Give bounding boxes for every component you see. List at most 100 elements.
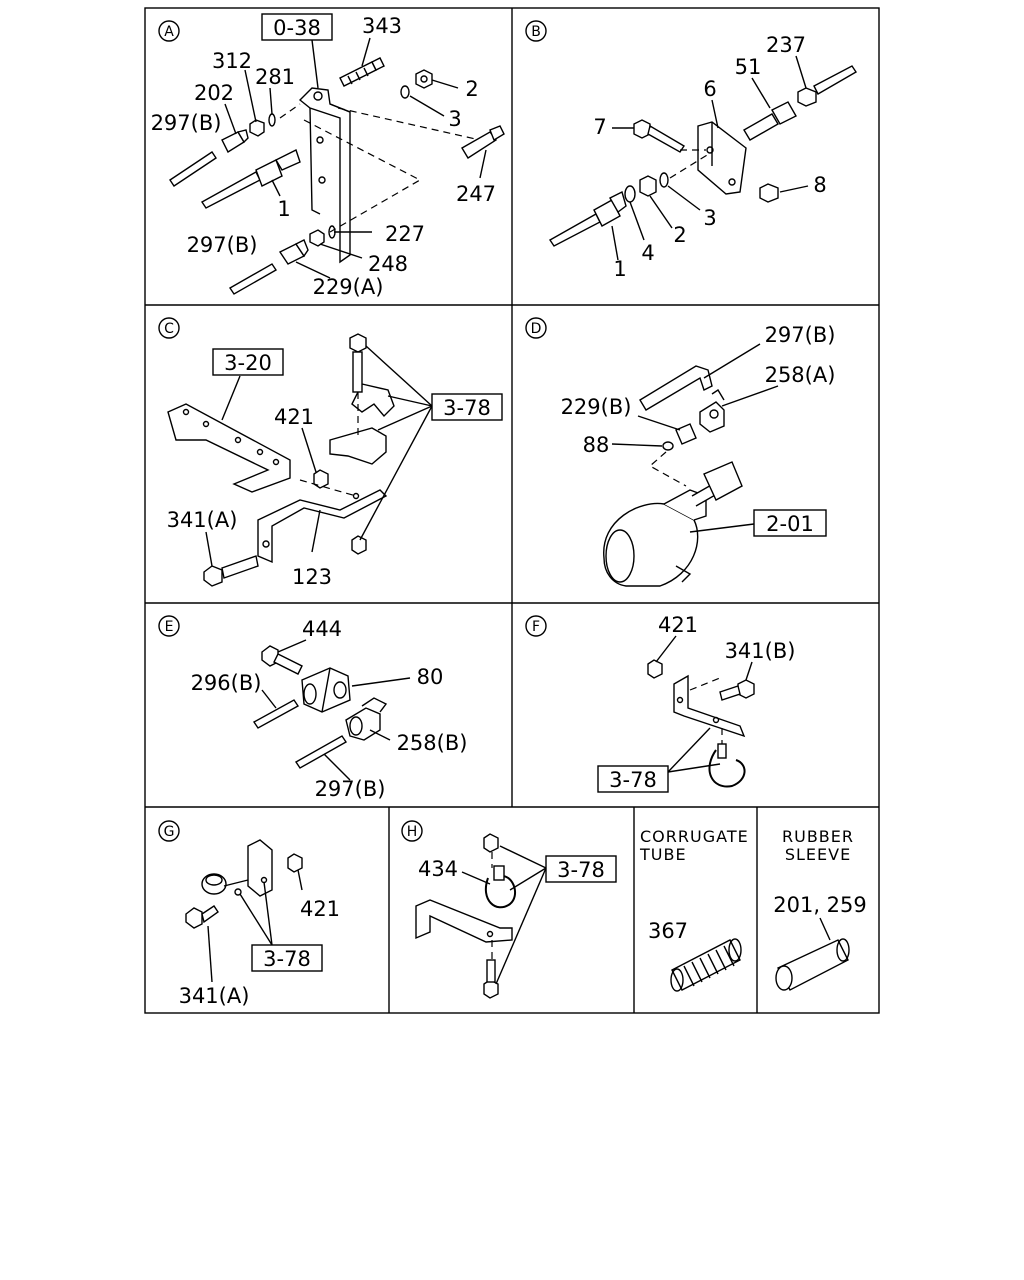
washer-3-drawing <box>400 85 410 99</box>
label-247: 247 <box>456 182 496 206</box>
label-434: 434 <box>418 857 458 881</box>
label-202: 202 <box>194 81 234 105</box>
panel-letter-e: E <box>158 615 180 637</box>
reference-box-3-78-f-text: 3-78 <box>609 768 657 792</box>
bolt-343-drawing <box>339 57 385 87</box>
cylinder-2-01-drawing <box>603 461 743 587</box>
label-201-259: 201, 259 <box>773 893 867 917</box>
bracket-drawing <box>298 87 351 264</box>
corrugate-title-line1: CORRUGATE <box>640 827 749 846</box>
reference-box-3-78-g-text: 3-78 <box>263 947 311 971</box>
reference-box-3-78-h: 3-78 <box>545 855 617 883</box>
panel-letter-h: H <box>401 820 423 842</box>
panel-e: E 444 296 <box>158 615 467 801</box>
nut-3-78-bottom-drawing <box>351 535 367 555</box>
label-248: 248 <box>368 252 408 276</box>
label-343: 343 <box>362 14 402 38</box>
panel-b: B <box>525 20 857 281</box>
fitting-247-drawing <box>461 125 505 159</box>
bracket-g-drawing <box>247 839 273 897</box>
panel-letter-d-text: D <box>531 321 542 337</box>
label-297b-lower: 297(B) <box>187 233 258 257</box>
clamp-3-78-drawing <box>329 383 395 465</box>
fitting-51-drawing <box>743 101 797 141</box>
label-8: 8 <box>813 173 826 197</box>
nut-421-f-drawing <box>647 659 663 679</box>
reference-box-2-01: 2-01 <box>753 509 827 537</box>
pipe-1-b-drawing <box>548 190 627 247</box>
reference-box-2-01-text: 2-01 <box>766 512 814 536</box>
label-444: 444 <box>302 617 342 641</box>
reference-box-0-38: 0-38 <box>261 13 333 41</box>
nut-312-drawing <box>249 119 265 137</box>
nut-3-78-h-drawing <box>483 833 499 853</box>
diagram-grid-frame <box>144 7 880 1014</box>
label-1-b: 1 <box>613 257 626 281</box>
bracket-h-drawing <box>415 899 513 943</box>
tube-297b-lower-drawing <box>229 263 277 295</box>
panel-letter-a-text: A <box>164 24 174 40</box>
panel-g-leaders <box>207 869 303 983</box>
bolt-341b-drawing <box>719 679 755 701</box>
label-51: 51 <box>735 55 762 79</box>
tee-80-drawing <box>301 667 351 713</box>
nut-248-drawing <box>309 229 325 247</box>
fitting-202-drawing <box>221 129 249 154</box>
label-2: 2 <box>465 77 478 101</box>
panel-letter-g-text: G <box>164 824 175 840</box>
label-1: 1 <box>277 197 290 221</box>
tube-297b-upper-drawing <box>169 151 217 187</box>
label-80: 80 <box>417 665 444 689</box>
fitting-229a-drawing <box>278 239 309 265</box>
fitting-237-drawing <box>797 65 857 107</box>
panel-letter-a: A <box>158 20 180 42</box>
panel-f-leaders <box>655 635 753 773</box>
panel-letter-b-text: B <box>531 24 541 40</box>
washer-88-drawing <box>662 441 674 451</box>
label-229b: 229(B) <box>561 395 632 419</box>
reference-box-3-78-h-text: 3-78 <box>557 858 605 882</box>
label-341a-c: 341(A) <box>167 508 238 532</box>
clamp-434-drawing <box>485 865 517 909</box>
bolt-3-78-top-drawing <box>349 333 367 393</box>
bracket-6-drawing <box>697 121 747 195</box>
tube-297b-e-drawing <box>294 735 348 769</box>
label-2-b: 2 <box>673 223 686 247</box>
label-88: 88 <box>583 433 610 457</box>
panel-d-leaders <box>611 343 779 533</box>
label-227: 227 <box>385 222 425 246</box>
label-281: 281 <box>255 65 295 89</box>
rubber-title-line2: SLEEVE <box>785 845 851 864</box>
bolt-444-drawing <box>261 645 303 675</box>
washer-281-drawing <box>268 113 276 127</box>
reference-box-0-38-text: 0-38 <box>273 16 321 40</box>
label-7: 7 <box>593 115 606 139</box>
bolt-341a-g-drawing <box>185 905 219 929</box>
label-312: 312 <box>212 49 252 73</box>
nut-421-c-drawing <box>313 469 329 489</box>
panel-h-leaders <box>461 845 547 985</box>
label-297b-d: 297(B) <box>765 323 836 347</box>
bolt-7-drawing <box>633 119 685 153</box>
panel-rubber-sleeve: RUBBER SLEEVE 201, 259 <box>773 827 867 991</box>
label-421-f: 421 <box>658 613 698 637</box>
pipe-297b-d-drawing <box>639 365 713 411</box>
label-421-g: 421 <box>300 897 340 921</box>
panel-g: G 3-78 421 341(A) <box>158 820 340 1008</box>
pipe-1-drawing <box>200 149 301 209</box>
panel-letter-b: B <box>525 20 547 42</box>
bracket-123-drawing <box>257 489 388 564</box>
label-421-c: 421 <box>274 405 314 429</box>
panel-b-leaders <box>611 55 809 261</box>
corrugate-title-line2: TUBE <box>639 845 687 864</box>
clamp-g-drawing <box>201 873 249 896</box>
panel-letter-c: C <box>158 317 180 339</box>
bolt-3-78-h-drawing <box>483 959 499 999</box>
panel-letter-d: D <box>525 317 547 339</box>
panel-letter-g: G <box>158 820 180 842</box>
nut-421-g-drawing <box>287 853 303 873</box>
panel-f: F 3-78 421 341(B) <box>525 613 795 793</box>
label-341a-g: 341(A) <box>179 984 250 1008</box>
panel-c: C 3-20 3-78 <box>158 317 503 589</box>
label-3: 3 <box>448 107 461 131</box>
